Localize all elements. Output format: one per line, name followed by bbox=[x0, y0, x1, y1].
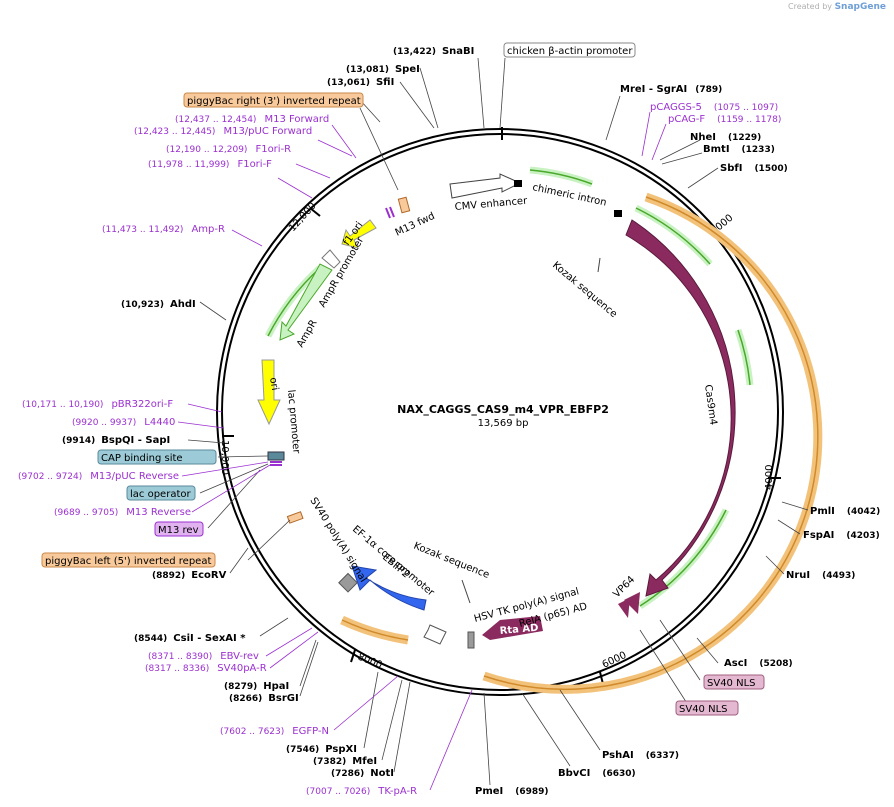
primer-f1ori-r[interactable]: (12,190 .. 12,209)F1ori-R bbox=[166, 144, 291, 155]
ampr-promoter-arrow bbox=[321, 249, 341, 269]
site-bbvci[interactable]: BbvCI(6630) bbox=[558, 768, 636, 779]
piggybac-left-label-box[interactable] bbox=[41, 552, 216, 568]
piggybac-right-box[interactable] bbox=[183, 92, 364, 108]
site-fspai[interactable]: FspAI(4203) bbox=[803, 530, 880, 541]
primer-f1ori-f[interactable]: (11,978 .. 11,999)F1ori-F bbox=[148, 159, 272, 170]
sv40-nls-label-2: SV40 NLS bbox=[679, 704, 728, 715]
chicken-actin-box[interactable] bbox=[503, 42, 636, 58]
sv40pa-box bbox=[338, 572, 358, 593]
cap-lac-box bbox=[267, 451, 285, 461]
m13-rev-box[interactable] bbox=[154, 521, 204, 537]
ori-label: ori bbox=[267, 377, 280, 392]
credit-prefix: Created by bbox=[788, 2, 833, 11]
site-mfei[interactable]: (7382)MfeI bbox=[313, 756, 377, 767]
cmv-arrow bbox=[449, 173, 522, 199]
chicken-actin-label: chicken β-actin promoter bbox=[507, 46, 633, 57]
lac-promoter-label: lac promoter bbox=[285, 389, 302, 455]
f1ori-arrow bbox=[341, 219, 377, 249]
site-ahdi[interactable]: (10,923)AhdI bbox=[121, 299, 196, 310]
chimeric-label: chimeric intron bbox=[531, 182, 607, 208]
sv40-nls-label-1: SV40 NLS bbox=[707, 678, 756, 689]
primer-pcaggs5[interactable]: pCAGGS-5(1075 .. 1097) bbox=[650, 102, 778, 113]
m13-fwd-box bbox=[397, 196, 411, 214]
site-csii[interactable]: (8544)CsiI - SexAI * bbox=[134, 633, 246, 644]
orf-arc-ebfp2 bbox=[340, 615, 409, 645]
piggybac-right-label: piggyBac right (3') inverted repeat bbox=[187, 96, 361, 107]
plasmid-length: 13,569 bp bbox=[478, 418, 529, 429]
green-arc-chimeric bbox=[529, 166, 594, 188]
ampr-arrow bbox=[279, 263, 333, 341]
sv40-nls-box-1[interactable] bbox=[703, 674, 765, 690]
cas9-label: Cas9m4 bbox=[702, 384, 719, 426]
site-sfii[interactable]: (13,061)SfiI bbox=[327, 77, 394, 88]
piggybac-left-label: piggyBac left (5') inverted repeat bbox=[45, 556, 211, 567]
plasmid-name: NAX_CAGGS_CAS9_m4_VPR_EBFP2 bbox=[397, 403, 609, 416]
snapgene-logo: SnapGene bbox=[834, 2, 886, 12]
site-pmei[interactable]: PmeI(6989) bbox=[475, 786, 549, 797]
tick-8000: 8000 bbox=[356, 652, 384, 672]
site-ecorv[interactable]: (8892)EcoRV bbox=[152, 570, 227, 581]
rta-ad-label: Rta AD bbox=[499, 623, 539, 637]
cas9-arrow bbox=[625, 219, 736, 597]
site-bmti[interactable]: BmtI(1233) bbox=[703, 144, 775, 155]
primer-egfp-n[interactable]: (7602 .. 7623)EGFP-N bbox=[220, 726, 329, 737]
site-pmli[interactable]: PmlI(4042) bbox=[810, 506, 880, 517]
kozak2-label: Kozak sequence bbox=[412, 541, 491, 581]
backbone-outer bbox=[216, 128, 784, 696]
rta-ad-arrow bbox=[482, 616, 543, 640]
hsv-tk-box bbox=[467, 631, 475, 649]
cmv-label: CMV enhancer bbox=[454, 196, 528, 213]
site-nrui[interactable]: NruI(4493) bbox=[786, 570, 855, 581]
ebfp2-arrow bbox=[351, 565, 427, 611]
site-bsrgi[interactable]: (8266)BsrGI bbox=[229, 693, 299, 704]
site-hpai[interactable]: (8279)HpaI bbox=[224, 681, 289, 692]
site-snabi[interactable]: (13,422)SnaBI bbox=[393, 46, 474, 57]
primer-pcagf[interactable]: pCAG-F(1159 .. 1178) bbox=[668, 114, 781, 125]
site-bspqi[interactable]: (9914)BspQI - SapI bbox=[62, 435, 170, 446]
m13-rev-label: M13 rev bbox=[158, 525, 199, 536]
primer-amp-r[interactable]: (11,473 .. 11,492)Amp-R bbox=[102, 224, 225, 235]
primer-pbr322ori-f[interactable]: (10,171 .. 10,190)pBR322ori-F bbox=[22, 399, 173, 410]
lac-operator-box[interactable] bbox=[126, 485, 196, 501]
primer-m13-puc-reverse[interactable]: (9702 .. 9724)M13/pUC Reverse bbox=[18, 471, 179, 482]
site-mrei[interactable]: MreI - SgrAI(789) bbox=[620, 84, 722, 95]
primer-ebv-rev[interactable]: (8371 .. 8390)EBV-rev bbox=[148, 651, 259, 662]
piggybac-left-box bbox=[286, 511, 304, 524]
primer-tk-pa-r[interactable]: (7007 .. 7026)TK-pA-R bbox=[306, 786, 417, 797]
site-noti[interactable]: (7286)NotI bbox=[331, 768, 394, 779]
cap-binding-label: CAP binding site bbox=[101, 453, 183, 464]
primer-sv40pa-r[interactable]: (8317 .. 8336)SV40pA-R bbox=[145, 663, 267, 674]
tick-6000: 6000 bbox=[601, 650, 629, 671]
site-sbfi[interactable]: SbfI(1500) bbox=[720, 163, 788, 174]
site-pshai[interactable]: PshAI(6337) bbox=[602, 750, 679, 761]
site-spei[interactable]: (13,081)SpeI bbox=[346, 64, 420, 75]
ef1a-arrow bbox=[423, 624, 447, 645]
primer-m13-forward[interactable]: (12,437 .. 12,454)M13 Forward bbox=[175, 114, 329, 125]
site-asci[interactable]: AscI(5208) bbox=[724, 658, 793, 669]
cap-binding-box[interactable] bbox=[97, 449, 217, 465]
snapgene-credit: Created by SnapGene bbox=[788, 2, 886, 12]
tick-12000: 12,000 bbox=[287, 201, 319, 234]
primer-l4440[interactable]: (9920 .. 9937)L4440 bbox=[72, 417, 175, 428]
primer-m13-puc-forward[interactable]: (12,423 .. 12,445)M13/pUC Forward bbox=[134, 126, 312, 137]
sv40-nls-box-2[interactable] bbox=[675, 700, 739, 716]
ampr-label: AmpR bbox=[295, 318, 319, 349]
m13fwd-label: M13 fwd bbox=[394, 211, 437, 239]
ef1a-label: EF-1α core promoter bbox=[350, 524, 437, 599]
tick-10000: 10,000 bbox=[219, 440, 230, 475]
lac-operator-label: lac operator bbox=[130, 489, 191, 500]
site-nhei[interactable]: NheI(1229) bbox=[690, 132, 761, 143]
kozak1-label: Kozak sequence bbox=[550, 260, 619, 320]
green-arc-right bbox=[734, 328, 754, 386]
primer-m13-reverse[interactable]: (9689 .. 9705)M13 Reverse bbox=[54, 507, 191, 518]
ori-arrow bbox=[257, 359, 281, 426]
site-pspxi[interactable]: (7546)PspXI bbox=[286, 744, 357, 755]
